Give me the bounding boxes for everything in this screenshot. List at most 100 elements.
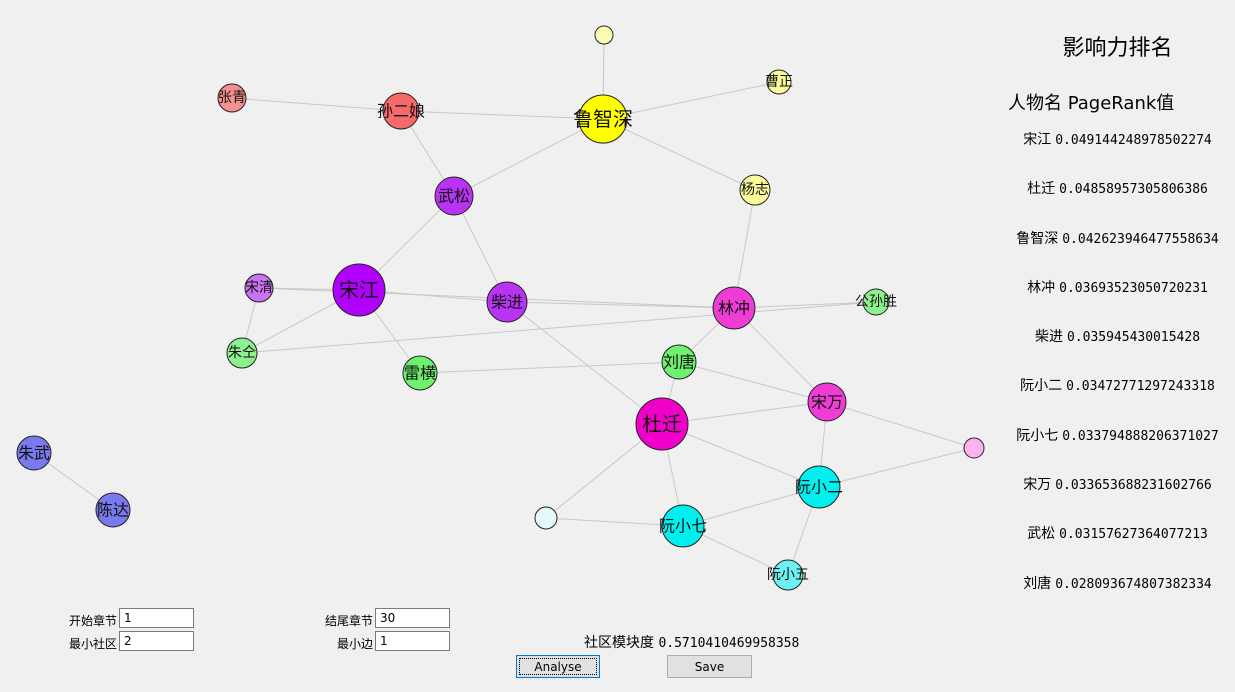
graph-node[interactable]: 阮小七 — [659, 504, 707, 548]
graph-node[interactable] — [594, 25, 614, 45]
ranking-header: 人物名 PageRank值 — [1008, 93, 1175, 114]
graph-node-label: 张青 — [218, 90, 246, 106]
ranking-name: 刘唐 — [1023, 575, 1052, 592]
graph-node[interactable] — [534, 506, 558, 530]
graph-node-circle[interactable] — [226, 337, 258, 369]
ranking-name: 宋万 — [1023, 477, 1052, 494]
graph-node[interactable]: 杜迁 — [635, 397, 689, 451]
graph-node[interactable]: 柴进 — [486, 281, 528, 323]
graph-edge — [400, 110, 604, 120]
save-button[interactable]: Save — [667, 655, 752, 678]
graph-node[interactable]: 阮小五 — [767, 559, 809, 591]
graph-node[interactable]: 朱武 — [16, 435, 52, 471]
graph-node-circle[interactable] — [963, 437, 985, 459]
start-chapter-label: 开始章节 — [68, 614, 117, 628]
min-community-label: 最小社区 — [68, 637, 117, 651]
graph-node-circle[interactable] — [486, 281, 528, 323]
graph-node-circle[interactable] — [332, 263, 386, 317]
graph-node-label: 宋万 — [811, 393, 843, 412]
graph-edge — [545, 517, 684, 527]
graph-node-label: 鲁智深 — [573, 107, 633, 131]
min-edge-input[interactable] — [375, 631, 450, 651]
graph-node-label: 孙二娘 — [377, 102, 425, 121]
graph-edge — [231, 97, 402, 112]
graph-node-circle[interactable] — [712, 286, 756, 330]
analyse-button[interactable]: Analyse — [516, 655, 600, 678]
graph-node-circle[interactable] — [766, 69, 792, 95]
graph-node[interactable]: 公孙胜 — [855, 288, 897, 316]
graph-node-circle[interactable] — [772, 559, 804, 591]
graph-node-circle[interactable] — [95, 492, 131, 528]
graph-node[interactable]: 林冲 — [712, 286, 756, 330]
graph-node[interactable]: 雷横 — [402, 355, 438, 391]
graph-node-circle[interactable] — [635, 397, 689, 451]
graph-node-circle[interactable] — [807, 382, 847, 422]
graph-edge — [818, 447, 975, 488]
graph-node[interactable]: 宋万 — [807, 382, 847, 422]
graph-node-circle[interactable] — [534, 506, 558, 530]
graph-node[interactable]: 张青 — [217, 83, 247, 113]
graph-node[interactable]: 阮小二 — [795, 465, 843, 509]
end-chapter-label: 结尾章节 — [324, 614, 373, 628]
ranking-name: 杜迁 — [1027, 181, 1056, 198]
graph-node[interactable]: 杨志 — [739, 174, 771, 206]
graph-node[interactable]: 武松 — [434, 176, 474, 216]
ranking-value: 0.033794888206371027 — [1062, 428, 1219, 444]
graph-node[interactable]: 鲁智深 — [573, 94, 633, 144]
graph-node[interactable]: 宋江 — [332, 263, 386, 317]
graph-node-circle[interactable] — [16, 435, 52, 471]
graph-node-circle[interactable] — [661, 504, 705, 548]
graph-node-circle[interactable] — [402, 355, 438, 391]
graph-node[interactable]: 刘唐 — [661, 344, 697, 380]
ranking-value: 0.042623946477558634 — [1062, 231, 1219, 247]
graph-edge — [661, 423, 820, 488]
graph-node[interactable]: 曹正 — [765, 69, 793, 95]
graph-node-circle[interactable] — [244, 273, 274, 303]
graph-node-circle[interactable] — [578, 94, 628, 144]
graph-edge — [678, 361, 828, 403]
graph-node[interactable]: 宋清 — [244, 273, 274, 303]
modularity-value: 0.5710410469958358 — [658, 636, 800, 651]
graph-node[interactable] — [963, 437, 985, 459]
graph-node-circle[interactable] — [739, 174, 771, 206]
ranking-title: 影响力排名 — [1062, 36, 1173, 61]
graph-node-label: 朱仝 — [228, 345, 256, 361]
graph-node-label: 宋清 — [245, 280, 273, 296]
graph-node-circle[interactable] — [797, 465, 841, 509]
graph-edge — [826, 401, 975, 449]
graph-edge — [682, 486, 820, 527]
start-chapter-input[interactable] — [119, 608, 194, 628]
ranking-name: 武松 — [1027, 526, 1056, 543]
end-chapter-input[interactable] — [375, 608, 450, 628]
ranking-name: 宋江 — [1023, 132, 1052, 148]
graph-edge — [602, 81, 780, 120]
graph-node-circle[interactable] — [434, 176, 474, 216]
graph-node-label: 阮小二 — [795, 478, 843, 497]
graph-node-circle[interactable] — [217, 83, 247, 113]
min-community-input[interactable] — [119, 631, 194, 651]
graph-node-label: 武松 — [438, 187, 470, 206]
graph-edge — [506, 301, 663, 425]
graph-node-circle[interactable] — [594, 25, 614, 45]
graph-node[interactable]: 孙二娘 — [377, 92, 425, 130]
graph-edge — [733, 307, 828, 403]
graph-node[interactable]: 陈达 — [95, 492, 131, 528]
graph-node-circle[interactable] — [862, 288, 890, 316]
graph-node[interactable]: 朱仝 — [226, 337, 258, 369]
ranking-value: 0.03693523050720231 — [1059, 280, 1208, 296]
graph-node-label: 宋江 — [339, 278, 379, 302]
graph-node-label: 雷横 — [404, 364, 436, 383]
ranking-name: 阮小二 — [1020, 378, 1063, 395]
ranking-name: 鲁智深 — [1016, 230, 1059, 247]
graph-node-circle[interactable] — [661, 344, 697, 380]
graph-node-circle[interactable] — [382, 92, 420, 130]
ranking-value: 0.04858957305806386 — [1059, 182, 1208, 198]
